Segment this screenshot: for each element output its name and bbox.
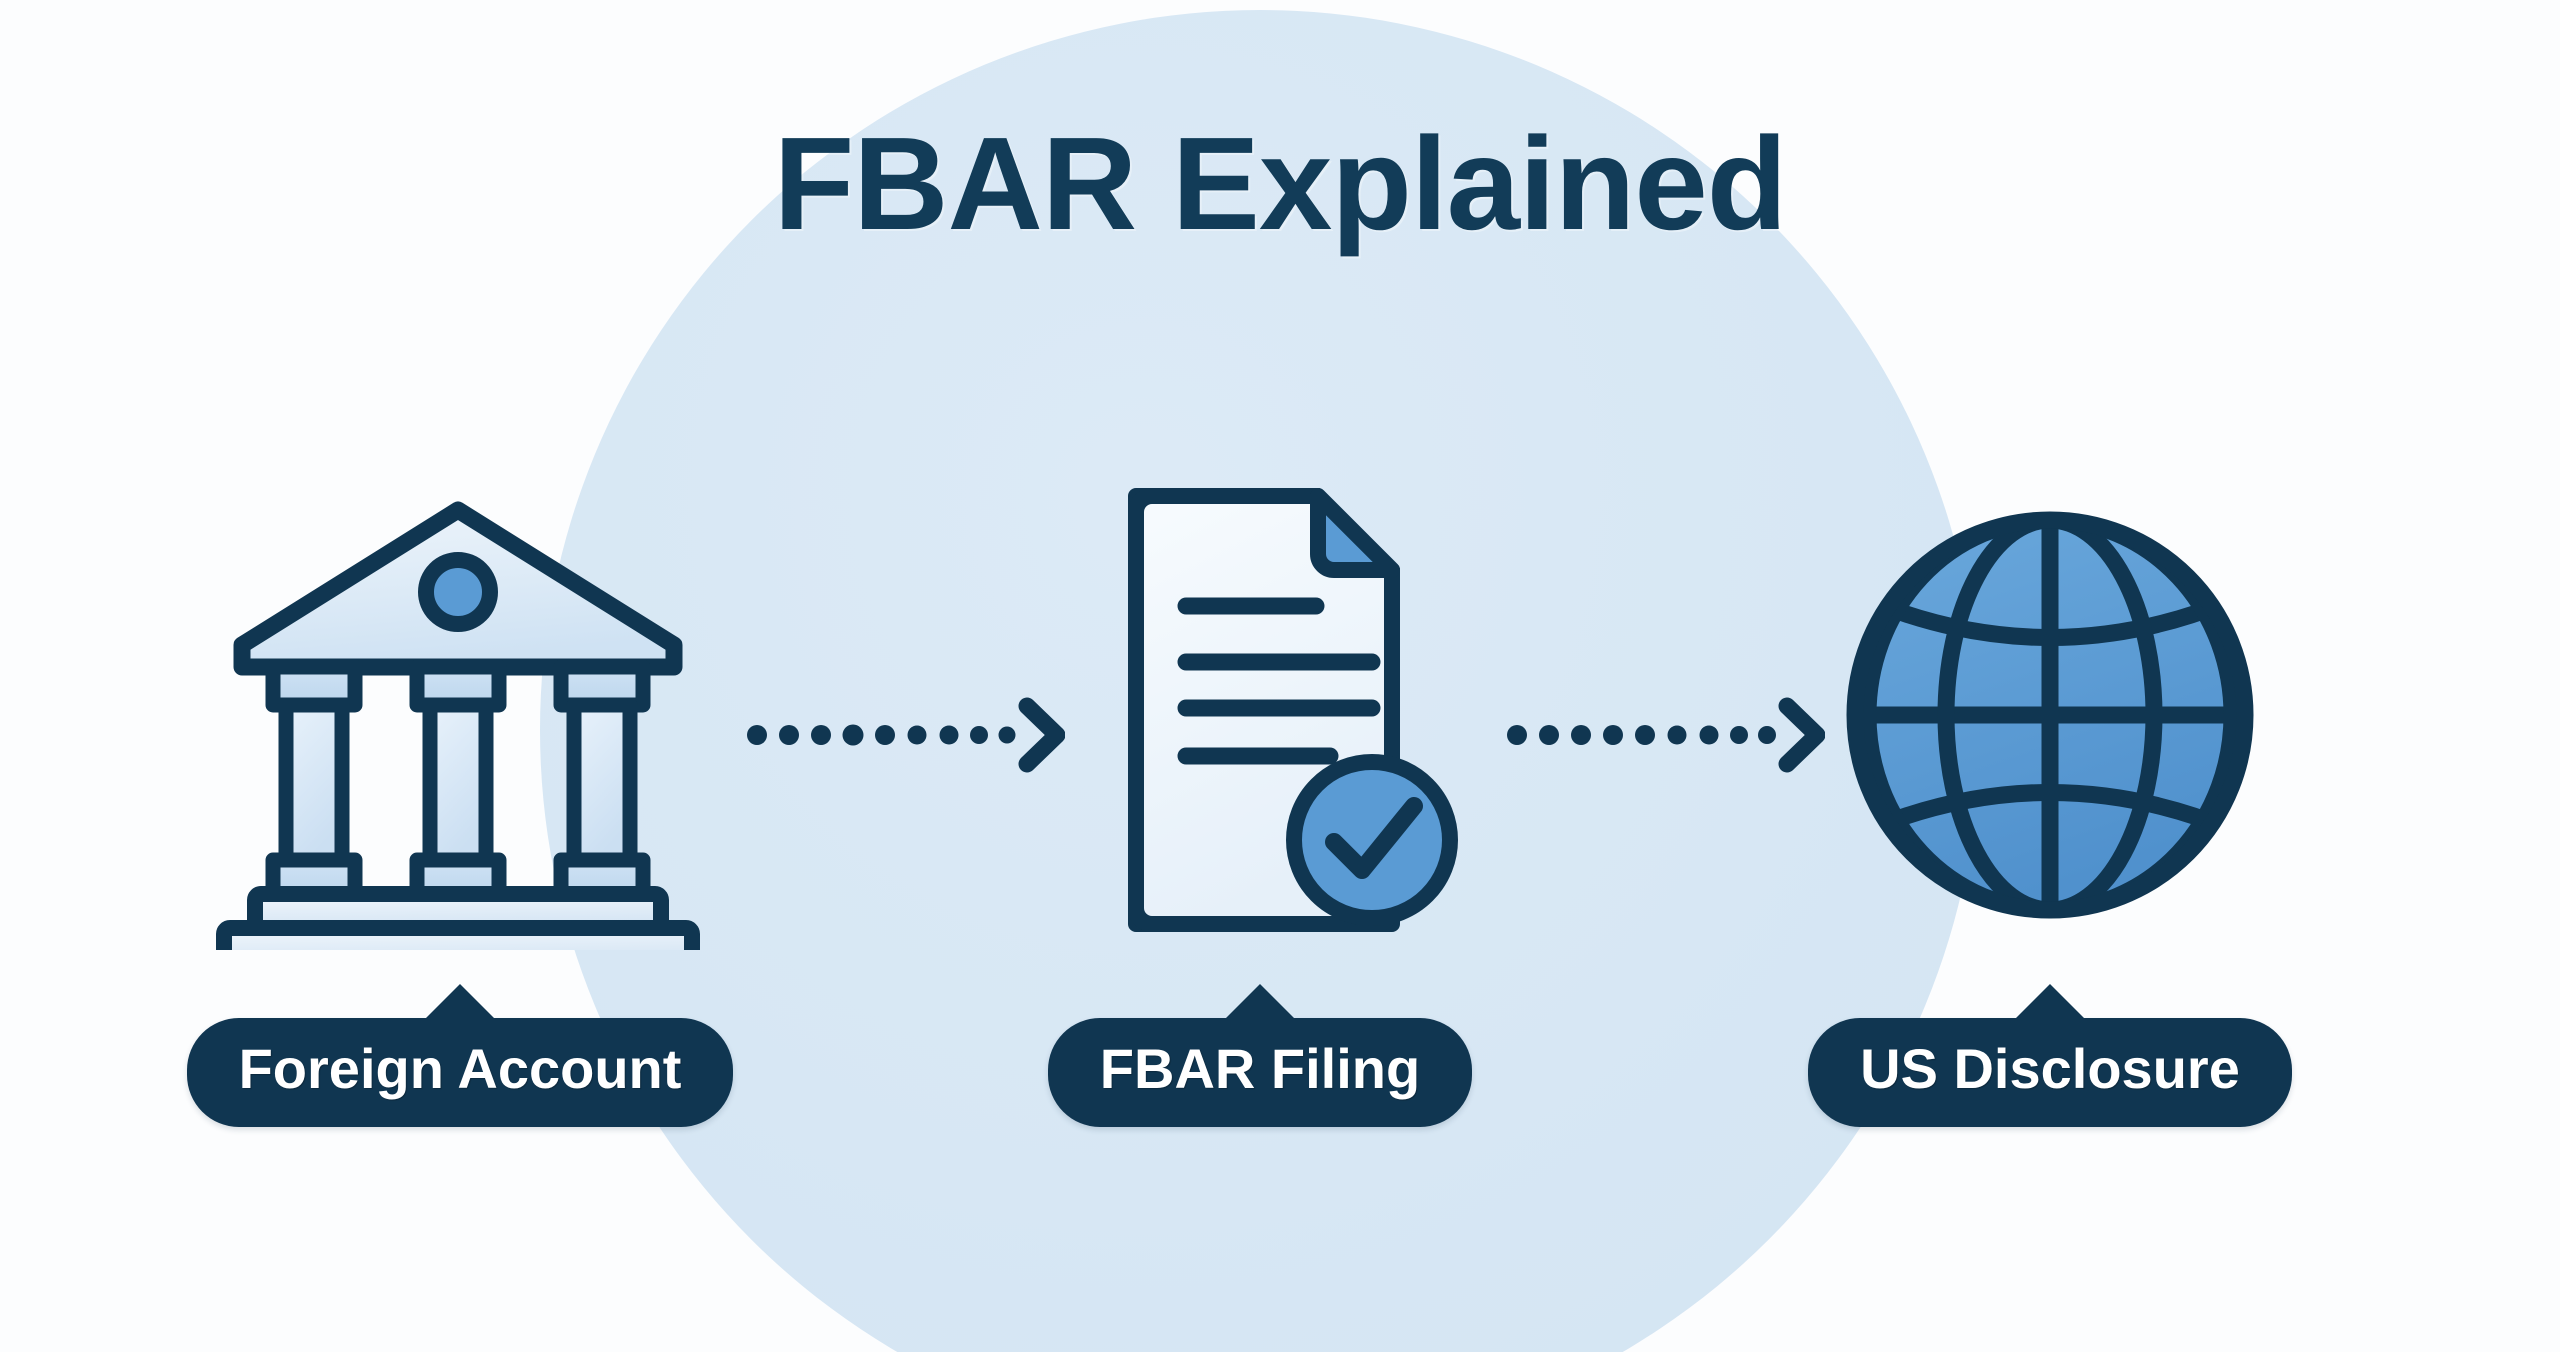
- bank-medallion-icon: [418, 552, 498, 632]
- check-mark-icon: [1325, 797, 1423, 879]
- document-text-lines: [1177, 597, 1381, 765]
- page-title: FBAR Explained: [773, 110, 1788, 257]
- foreign-account-label: Foreign Account: [186, 984, 734, 1127]
- check-badge-circle: [1286, 754, 1458, 926]
- globe-icon: [1846, 511, 2254, 919]
- us-disclosure-label-wrap: US Disclosure: [1790, 984, 2310, 1127]
- document-fold: [1310, 488, 1400, 578]
- globe-grid: [1855, 520, 2245, 910]
- bank-plinth-lower: [216, 920, 700, 976]
- step-foreign-account: Foreign Account: [186, 470, 734, 1230]
- arrow-head-icon: [1018, 697, 1066, 773]
- bank-icon: [216, 501, 700, 976]
- arrow-head-icon-2: [1778, 697, 1826, 773]
- bank-columns: [265, 659, 651, 906]
- step-fbar-filing: FBAR Filing: [1000, 470, 1520, 1230]
- document-icon-slot: [1000, 470, 1520, 950]
- globe-icon-slot: [1790, 470, 2310, 950]
- dotted-arrow-icon: [747, 697, 1066, 773]
- us-disclosure-label: US Disclosure: [1808, 984, 2292, 1127]
- step-us-disclosure: US Disclosure: [1790, 470, 2310, 1230]
- document-check-icon: [1128, 488, 1458, 932]
- connector-arrow-2: [1505, 690, 1826, 780]
- fbar-filing-label: FBAR Filing: [1047, 984, 1473, 1127]
- bank-icon-slot: [200, 470, 720, 976]
- foreign-account-label-wrap: Foreign Account: [186, 984, 734, 1127]
- dotted-arrow-icon-2: [1507, 697, 1826, 773]
- connector-arrow-1: [745, 690, 1066, 780]
- globe-outline: [1846, 511, 2254, 919]
- fbar-filing-label-wrap: FBAR Filing: [1000, 984, 1520, 1127]
